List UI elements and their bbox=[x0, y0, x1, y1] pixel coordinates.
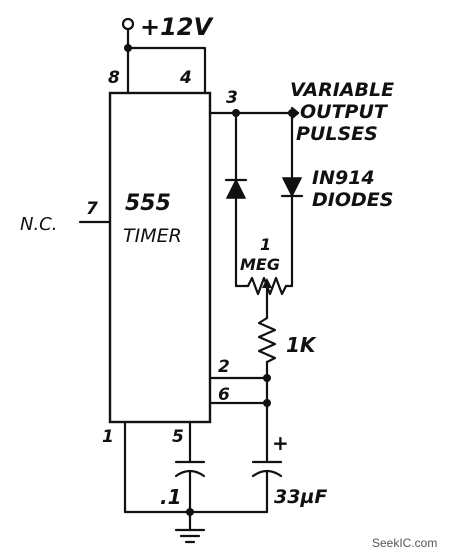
left-diode-icon bbox=[225, 178, 247, 199]
junction-supply bbox=[124, 44, 132, 52]
pin-6-label: 6 bbox=[218, 385, 230, 405]
pot-label-line1: 1 bbox=[260, 235, 271, 254]
pin-7-label: 7 bbox=[86, 199, 98, 219]
pin-5-label: 5 bbox=[172, 427, 184, 447]
ic-name: 555 bbox=[125, 191, 171, 216]
watermark: SeekIC.com bbox=[372, 536, 437, 550]
pot-wiper-arrow bbox=[262, 278, 272, 288]
resistor-label: 1K bbox=[286, 333, 317, 357]
nc-label: N.C. bbox=[20, 214, 57, 235]
junction-pin2 bbox=[263, 374, 271, 382]
cap-01-label: .1 bbox=[160, 485, 182, 509]
wire-pin8-pin4-loop bbox=[126, 46, 207, 95]
wire-ground-bus bbox=[123, 420, 269, 514]
right-diode-icon bbox=[281, 177, 303, 198]
wire-right-diode-pot bbox=[284, 194, 294, 288]
cap-polarity-label: + bbox=[272, 431, 289, 455]
ground-icon bbox=[174, 528, 206, 544]
supply-label: +12V bbox=[140, 13, 215, 41]
junction-pin6 bbox=[263, 399, 271, 407]
pin-4-label: 4 bbox=[179, 68, 192, 88]
diode-label-line1: IN914 bbox=[312, 167, 375, 189]
output-label-line1: VARIABLE bbox=[290, 79, 394, 101]
ic-subtitle: TIMER bbox=[123, 225, 182, 247]
resistor-1k-icon bbox=[257, 316, 277, 364]
diode-label-line2: DIODES bbox=[312, 189, 393, 211]
output-label-line2: OUTPUT bbox=[300, 101, 389, 123]
pin-1-label: 1 bbox=[102, 427, 114, 447]
ic-555-body bbox=[108, 91, 212, 424]
cap-33uf-label: 33µF bbox=[274, 486, 327, 508]
output-label-line3: PULSES bbox=[296, 123, 378, 145]
supply-terminal bbox=[121, 17, 135, 31]
pin-3-label: 3 bbox=[226, 88, 238, 108]
wire-left-diode-pot bbox=[234, 196, 250, 288]
pin-8-label: 8 bbox=[108, 68, 120, 88]
pin-2-label: 2 bbox=[218, 357, 230, 377]
pot-label-line2: MEG bbox=[240, 255, 280, 274]
